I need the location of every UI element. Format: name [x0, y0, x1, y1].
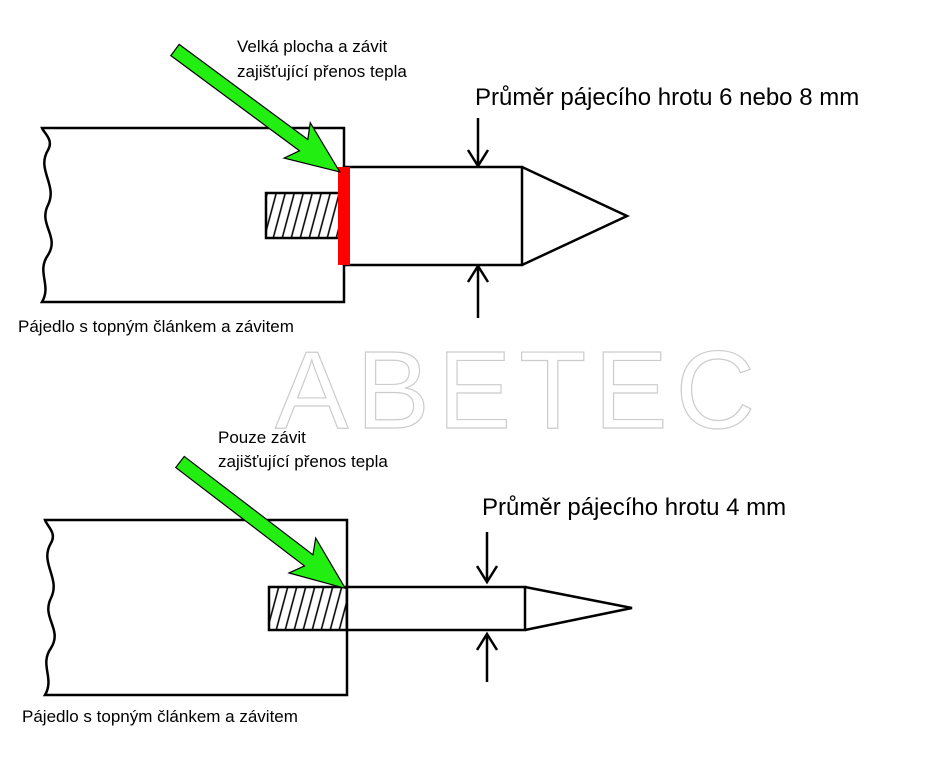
top-dimension-arrow-up [466, 263, 490, 318]
bottom-diameter-label: Průměr pájecího hrotu 4 mm [482, 494, 786, 521]
bottom-soldering-iron [42, 518, 633, 697]
watermark: ABETEC [275, 329, 763, 452]
top-iron-body [39, 126, 346, 304]
bottom-dimension-arrow-up [475, 631, 499, 682]
bottom-callout-line2: zajišťující přenos tepla [218, 452, 388, 471]
bottom-green-arrow [174, 455, 347, 590]
top-green-arrow [169, 43, 342, 173]
top-tip-shaft [342, 165, 524, 267]
bottom-tip-shaft [345, 585, 527, 632]
top-body-label: Pájedlo s topným článkem a závitem [18, 317, 294, 336]
top-callout-line1: Velká plocha a závit [237, 37, 388, 56]
bottom-body-label: Pájedlo s topným článkem a závitem [22, 707, 298, 726]
top-contact-surface [338, 167, 350, 265]
top-callout-line2: zajišťující přenos tepla [237, 62, 407, 81]
top-diameter-label: Průměr pájecího hrotu 6 nebo 8 mm [475, 84, 859, 111]
top-dimension-arrow-down [466, 118, 490, 169]
top-tip-cone [521, 165, 630, 267]
bottom-dimension-arrow-down [475, 532, 499, 585]
bottom-tip-cone [524, 585, 633, 632]
bottom-thread [267, 585, 349, 632]
top-soldering-iron [39, 118, 630, 318]
top-thread [264, 191, 342, 240]
bottom-callout-line1: Pouze závit [218, 428, 306, 447]
bottom-iron-body [42, 518, 349, 697]
